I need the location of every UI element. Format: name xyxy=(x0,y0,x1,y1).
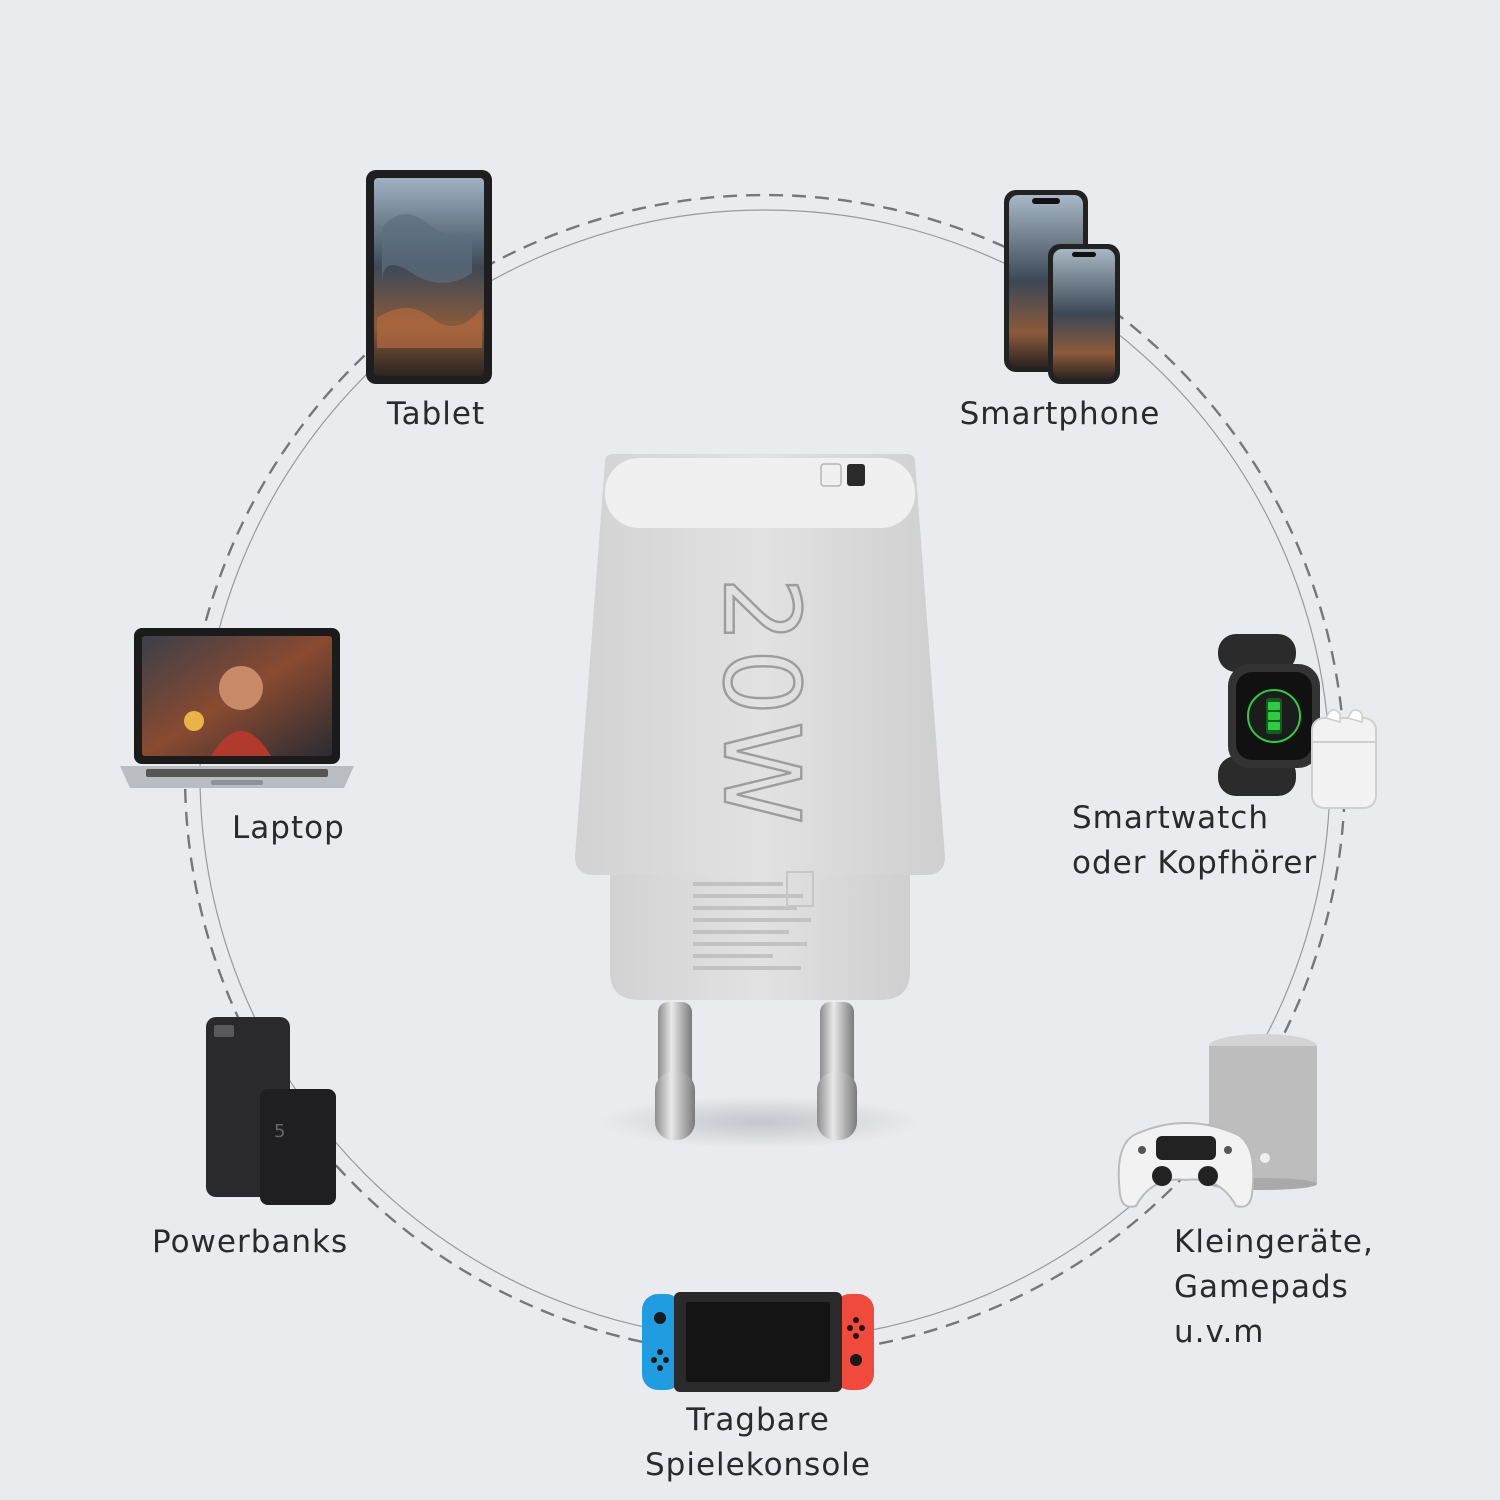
label-laptop: Laptop xyxy=(232,810,345,846)
laptop-icon xyxy=(120,628,354,788)
charger-icon: 20W xyxy=(575,454,945,1148)
label-small-devices: Kleingeräte, Gamepads u.v.m xyxy=(1174,1224,1374,1350)
label-tablet: Tablet xyxy=(386,396,486,432)
smartwatch-icon xyxy=(1218,634,1320,796)
svg-text:5: 5 xyxy=(274,1121,285,1142)
wattage-label: 20W xyxy=(700,577,822,830)
label-console: Tragbare Spielekonsole xyxy=(645,1402,871,1483)
powerbank-icon: 5 xyxy=(206,1017,336,1205)
tablet-icon xyxy=(366,170,492,384)
label-smartwatch: Smartwatch oder Kopfhörer xyxy=(1072,800,1318,881)
label-smartphone: Smartphone xyxy=(959,396,1161,432)
gamepad-icon xyxy=(1117,1122,1255,1208)
earbuds-icon xyxy=(1311,709,1377,809)
label-powerbanks: Powerbanks xyxy=(152,1224,349,1260)
console-icon xyxy=(642,1292,874,1392)
smartphone-icon xyxy=(1004,190,1120,384)
